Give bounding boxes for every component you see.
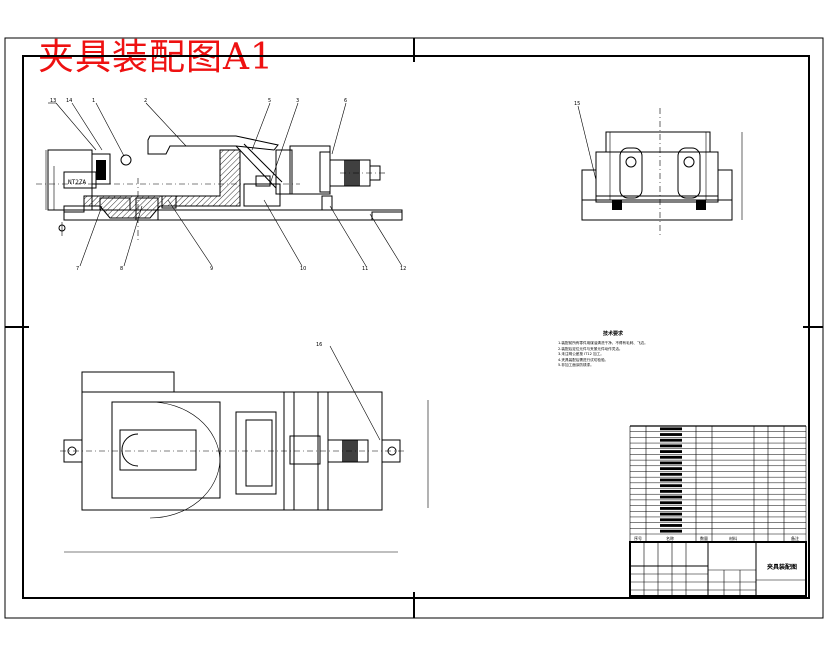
svg-text:NT2ZA: NT2ZA (68, 179, 86, 186)
bom-entry-mark (660, 507, 682, 510)
bom-entry-mark (660, 438, 682, 442)
bom-entry-mark (660, 427, 682, 431)
outer-border (4, 37, 824, 619)
bom-entry-mark (660, 450, 682, 453)
bom-entry-mark (660, 472, 682, 476)
balloon-label: 9 (210, 266, 213, 272)
notes-line: 1.装配前所有零件用煤油清洗干净，不得有毛刺、飞边。 (558, 341, 648, 346)
side-view: 15 (574, 101, 743, 238)
bom-table: 序号 名称 数量 材料 备注 (629, 425, 807, 543)
bom-header-cell: 材料 (729, 535, 737, 541)
top-view: 16 (60, 342, 429, 553)
balloon-label: 6 (344, 98, 347, 104)
notes-heading: 技术要求 (602, 331, 623, 337)
balloon-label: 14 (66, 98, 72, 104)
bom-entry-mark (660, 478, 682, 482)
balloon-label: 8 (120, 266, 123, 272)
bom-entry-mark (660, 524, 682, 527)
bom-header-cell: 数量 (700, 535, 708, 541)
balloon-label: 11 (362, 266, 368, 272)
bom-entry-mark (660, 529, 682, 533)
bom-entry-mark (660, 489, 682, 493)
front-view-balloons: 13 14 1 2 5 3 6 7 8 9 10 11 12 (50, 98, 406, 272)
notes-line: 5.非加工面涂防锈漆。 (558, 363, 594, 368)
title-block (629, 541, 807, 597)
balloon-label: 13 (50, 98, 56, 104)
balloon-label: 3 (296, 98, 299, 104)
notes-line: 2.装配后定位元件与夹紧元件动作灵活。 (558, 346, 623, 351)
front-view-leaders (48, 102, 403, 267)
balloon-label: 7 (76, 266, 79, 272)
bom-entry-mark (660, 512, 682, 516)
title-block-name: 夹具装配图 (766, 564, 797, 571)
bom-entry-mark (660, 484, 682, 488)
front-view: NT2ZA (36, 135, 403, 240)
bom-entry-mark (660, 461, 682, 465)
bom-header-cell: 序号 (634, 535, 642, 541)
balloon-label: 15 (574, 101, 580, 107)
bom-header-cell: 名称 (666, 535, 674, 541)
bom-header-cell: 备注 (791, 535, 799, 541)
bom-entry-mark (660, 433, 682, 436)
balloon-label: 5 (268, 98, 271, 104)
bom-entry-mark (660, 455, 682, 459)
notes-line: 4.夹具装配后需进行试切检验。 (558, 357, 609, 362)
notes-line: 3.未注明公差按 IT12 加工。 (558, 352, 604, 357)
balloon-label: 2 (144, 98, 147, 104)
bom-entry-mark (660, 518, 682, 522)
drawing-title: 夹具装配图A1 (38, 37, 274, 78)
bom-entry-mark (660, 495, 682, 499)
bom-entry-mark (660, 501, 682, 505)
balloon-label: 16 (316, 342, 322, 348)
balloon-label: 1 (92, 98, 95, 104)
bom-entry-mark (660, 467, 682, 471)
technical-requirements: 技术要求 1.装配前所有零件用煤油清洗干净，不得有毛刺、飞边。 2.装配后定位元… (558, 331, 668, 368)
balloon-label: 12 (400, 266, 406, 272)
balloon-label: 10 (300, 266, 306, 272)
centering-marks (5, 38, 823, 618)
bom-entry-mark (660, 444, 682, 448)
